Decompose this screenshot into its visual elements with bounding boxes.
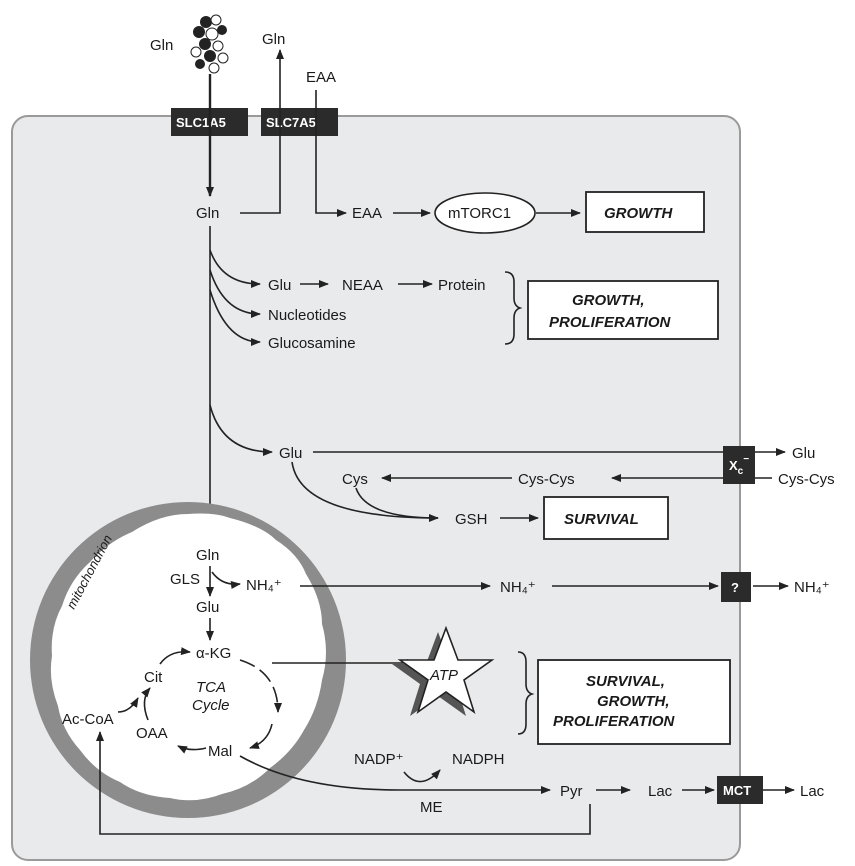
tca-label-2: Cycle bbox=[192, 697, 230, 714]
unknown-transporter-label: ? bbox=[731, 580, 739, 595]
nadph-label: NADPH bbox=[452, 751, 505, 768]
branch-to-glu bbox=[209, 249, 261, 288]
eaa-outside-label: EAA bbox=[306, 69, 336, 86]
growth-proliferation-box bbox=[527, 280, 719, 340]
pyr-label: Pyr bbox=[560, 783, 583, 800]
oaa-label: OAA bbox=[136, 725, 168, 742]
growth-proliferation-brace bbox=[504, 271, 523, 345]
nh4-out-label: NH₄⁺ bbox=[794, 579, 830, 596]
slc7a5-label: SLC7A5 bbox=[266, 115, 316, 130]
cys-cys-in-label: Cys-Cys bbox=[518, 471, 575, 488]
mtorc1-label: mTORC1 bbox=[448, 205, 511, 222]
mct-label: MCT bbox=[723, 783, 751, 798]
glu-branch-label: Glu bbox=[268, 277, 291, 294]
nh4-cyto-label: NH₄⁺ bbox=[500, 579, 536, 596]
atp-label: ATP bbox=[429, 667, 458, 684]
nadp-to-nadph-arrow bbox=[403, 769, 441, 783]
atp-star bbox=[397, 625, 495, 715]
tca-arrow-akg-down bbox=[239, 659, 282, 713]
lac-out-label: Lac bbox=[800, 783, 825, 800]
tca-arrow-mal-oaa bbox=[177, 745, 207, 754]
lac-in-label: Lac bbox=[648, 783, 673, 800]
survival-growth-proliferation-box bbox=[537, 659, 731, 745]
cys-to-gsh-curve bbox=[355, 487, 439, 519]
glu-out-label: Glu bbox=[792, 445, 815, 462]
xc-transporter bbox=[723, 446, 755, 484]
slc1a5-label: SLC1A5 bbox=[176, 115, 226, 130]
branch-to-nucleotides bbox=[209, 269, 261, 318]
nadp-label: NADP⁺ bbox=[354, 751, 404, 768]
nh4-mito-label: NH₄⁺ bbox=[246, 577, 282, 594]
mitochondrion-inner-membrane bbox=[50, 513, 326, 801]
cys-label: Cys bbox=[342, 471, 368, 488]
growth-proliferation-label-2: PROLIFERATION bbox=[549, 314, 672, 331]
glucosamine-label: Glucosamine bbox=[268, 335, 356, 352]
gls-to-nh4-arrow bbox=[211, 571, 241, 589]
eaa-import-arrow bbox=[315, 90, 347, 217]
gls-label: GLS bbox=[170, 571, 200, 588]
sgp-brace bbox=[517, 651, 535, 735]
growth-proliferation-label-1: GROWTH, bbox=[572, 292, 645, 309]
mal-label: Mal bbox=[208, 743, 232, 760]
glu2-label: Glu bbox=[279, 445, 302, 462]
akg-label: α-KG bbox=[196, 645, 231, 662]
tca-arrow-cit-akg bbox=[159, 647, 191, 665]
branch-to-glu2 bbox=[209, 404, 273, 456]
acoa-to-cit-arrow bbox=[117, 697, 139, 713]
survival-outcome-box bbox=[543, 496, 669, 540]
gln-cytosol-label: Gln bbox=[196, 205, 219, 222]
pyr-to-acoa-line bbox=[96, 731, 591, 835]
sgp-label-1: SURVIVAL, bbox=[586, 673, 665, 690]
tca-arrow-to-mal bbox=[249, 723, 273, 749]
glu-mito-label: Glu bbox=[196, 599, 219, 616]
me-label: ME bbox=[420, 799, 443, 816]
nucleotides-label: Nucleotides bbox=[268, 307, 346, 324]
gln-export-arrow bbox=[240, 49, 284, 214]
gln-mito-label: Gln bbox=[196, 547, 219, 564]
cys-cys-out-label: Cys-Cys bbox=[778, 471, 835, 488]
sgp-label-2: GROWTH, bbox=[597, 693, 670, 710]
branch-to-glucosamine bbox=[209, 289, 261, 346]
acoa-label: Ac-CoA bbox=[62, 711, 114, 728]
protein-label: Protein bbox=[438, 277, 486, 294]
mct-transporter bbox=[717, 776, 763, 804]
gln-exported-label: Gln bbox=[262, 31, 285, 48]
gln-outside-label: Gln bbox=[150, 37, 173, 54]
growth-outcome-label: GROWTH bbox=[604, 205, 673, 222]
cit-label: Cit bbox=[144, 669, 163, 686]
xc-label: Xc− bbox=[729, 454, 749, 477]
mal-to-pyr-line bbox=[239, 755, 551, 794]
gsh-label: GSH bbox=[455, 511, 488, 528]
growth-outcome-box bbox=[585, 191, 705, 233]
survival-outcome-label: SURVIVAL bbox=[564, 511, 639, 528]
unknown-nh4-transporter bbox=[721, 572, 751, 602]
slc7a5-transporter bbox=[261, 108, 338, 136]
mtorc1-node bbox=[434, 192, 536, 234]
eaa-inside-label: EAA bbox=[352, 205, 382, 222]
glutamine-molecule-icon bbox=[190, 14, 229, 74]
glu-to-gsh-curve bbox=[291, 461, 439, 522]
tca-arrow-oaa-cit bbox=[141, 687, 151, 721]
neaa-label: NEAA bbox=[342, 277, 383, 294]
sgp-label-3: PROLIFERATION bbox=[553, 713, 676, 730]
tca-label-1: TCA bbox=[196, 679, 226, 696]
